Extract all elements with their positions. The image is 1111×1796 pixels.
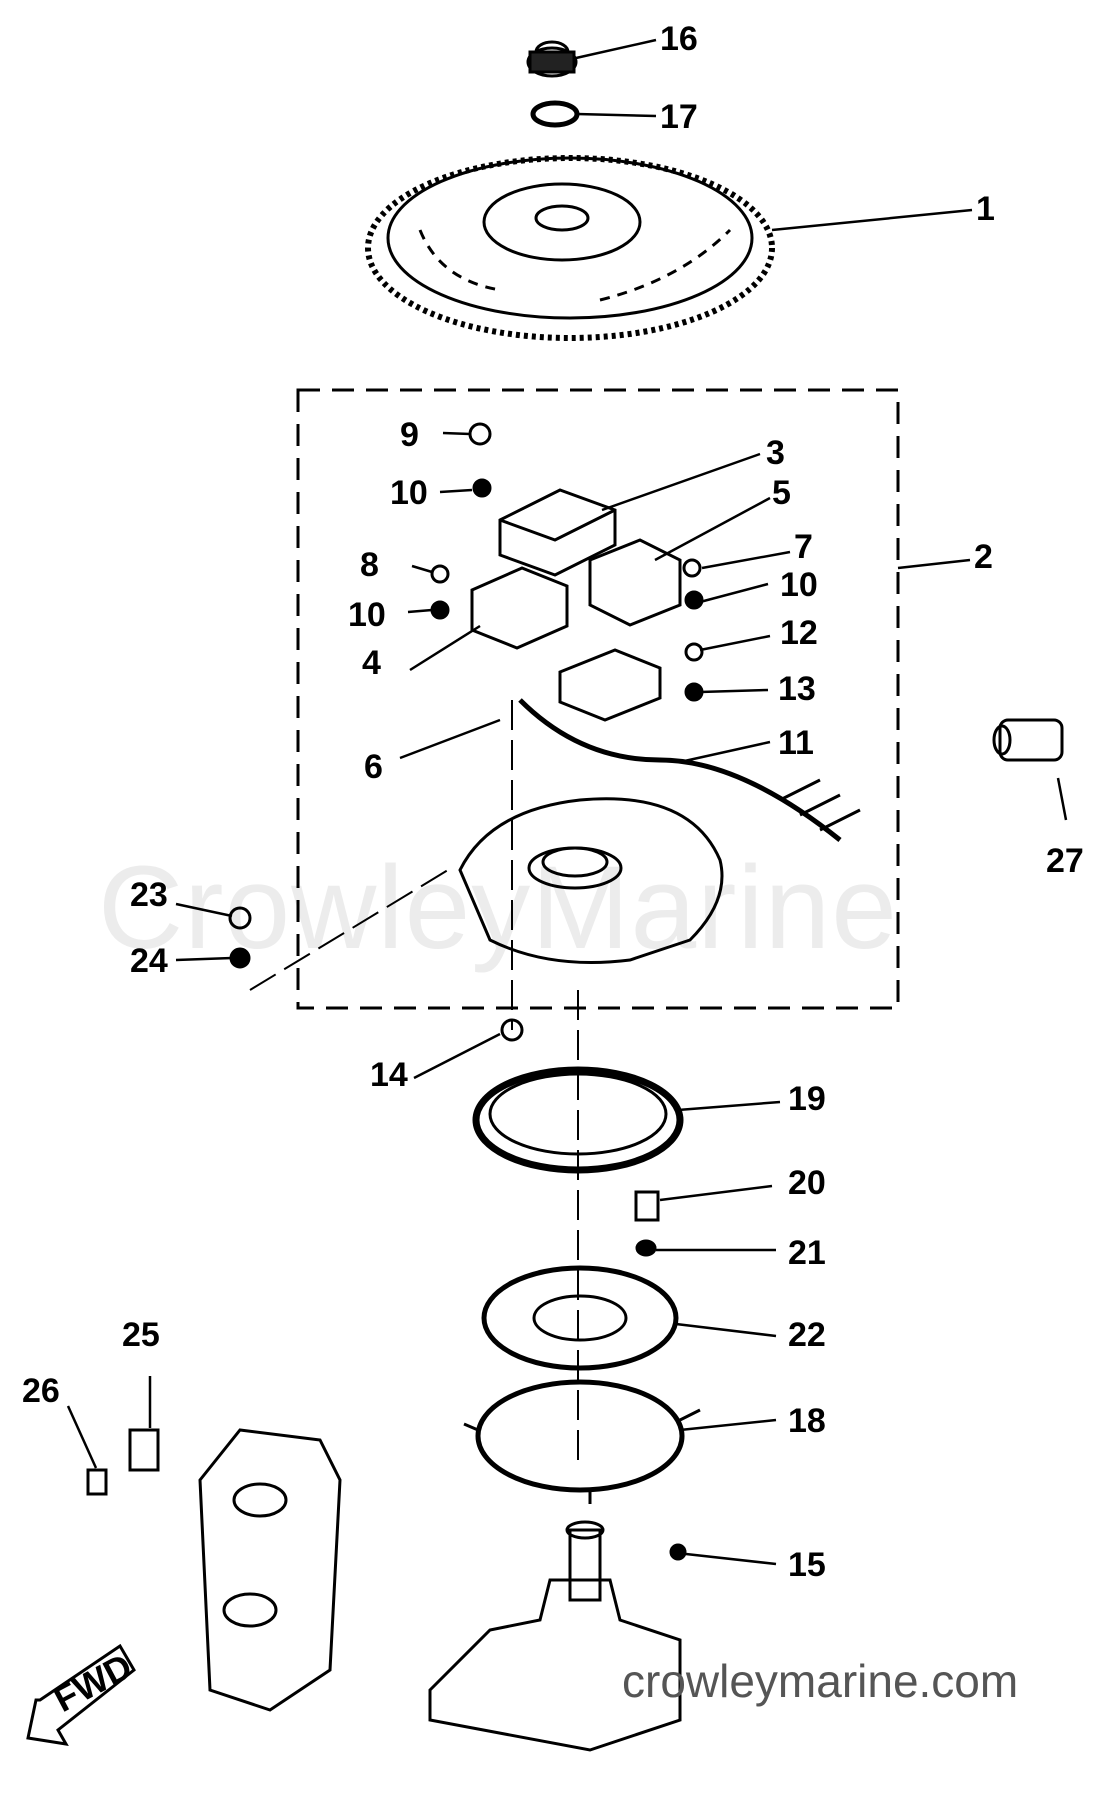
stator-base bbox=[458, 797, 724, 964]
coil-12 bbox=[558, 648, 662, 722]
coil-4 bbox=[470, 566, 569, 650]
callout-16: 16 bbox=[660, 20, 698, 58]
leader-lines bbox=[66, 38, 1068, 1566]
callout-21: 21 bbox=[788, 1234, 826, 1272]
callout-2: 2 bbox=[974, 538, 993, 576]
callout-4: 4 bbox=[362, 644, 381, 682]
callout-8: 8 bbox=[360, 546, 379, 584]
callout-27: 27 bbox=[1046, 842, 1084, 880]
coil-3 bbox=[498, 488, 617, 577]
screw-26 bbox=[86, 1468, 108, 1496]
cap-27 bbox=[992, 718, 1064, 762]
callout-19: 19 bbox=[788, 1080, 826, 1118]
wire-harness-11 bbox=[518, 698, 861, 842]
clip-25 bbox=[128, 1428, 160, 1472]
callout-24: 24 bbox=[130, 942, 168, 980]
washer-part bbox=[530, 100, 580, 128]
callout-10b: 10 bbox=[780, 566, 818, 604]
washer-21 bbox=[635, 1239, 657, 1257]
carburetor-part bbox=[198, 1428, 342, 1712]
callout-11: 11 bbox=[778, 724, 814, 762]
bolt-20 bbox=[634, 1190, 660, 1222]
gasket-18 bbox=[463, 1379, 701, 1504]
callout-20: 20 bbox=[788, 1164, 826, 1202]
callout-3: 3 bbox=[766, 434, 785, 472]
callout-12: 12 bbox=[780, 614, 818, 652]
callout-1: 1 bbox=[976, 190, 995, 228]
callout-14: 14 bbox=[370, 1056, 408, 1094]
watermark-text: CrowleyMarine bbox=[98, 842, 898, 974]
callout-9: 9 bbox=[400, 416, 419, 454]
callout-6: 6 bbox=[364, 748, 383, 786]
callout-10c: 10 bbox=[348, 596, 386, 634]
callout-22: 22 bbox=[788, 1316, 826, 1354]
callout-15: 15 bbox=[788, 1546, 826, 1584]
fwd-arrow-icon bbox=[26, 1643, 136, 1746]
callout-13: 13 bbox=[778, 670, 816, 708]
callout-5: 5 bbox=[772, 474, 791, 512]
callout-26: 26 bbox=[22, 1372, 60, 1410]
coil-5 bbox=[588, 538, 682, 627]
callout-18: 18 bbox=[788, 1402, 826, 1440]
callout-10a: 10 bbox=[390, 474, 428, 512]
callout-17: 17 bbox=[660, 98, 698, 136]
stator-assembly-box bbox=[296, 388, 900, 1010]
site-url-text: crowleymarine.com bbox=[622, 1655, 1019, 1707]
callout-23: 23 bbox=[130, 876, 168, 914]
callout-7: 7 bbox=[794, 528, 813, 566]
nut-part bbox=[526, 40, 578, 78]
plate-22 bbox=[481, 1265, 679, 1371]
callout-25: 25 bbox=[122, 1316, 160, 1354]
flywheel-part bbox=[365, 155, 775, 341]
lower-housing bbox=[428, 1520, 682, 1752]
